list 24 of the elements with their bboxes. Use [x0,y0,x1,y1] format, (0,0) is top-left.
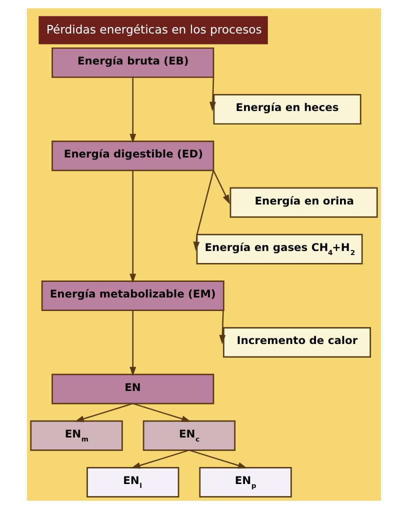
node-box: Energía bruta (EB) [52,47,214,78]
node-box: EN$_{l}$ [86,467,180,498]
arrow [130,310,136,376]
arrow [212,170,230,204]
node-box: EN$_{c}$ [142,420,236,451]
arrow [219,310,226,344]
arrow [131,450,190,469]
node-box: EN$_{m}$ [30,420,123,451]
arrow [130,78,136,144]
node-box: Energía en orina [230,187,378,218]
node-box: EN [52,374,214,404]
node-box: Incremento de calor [222,327,371,358]
node-box: Energía metabolizable (EM) [41,280,224,312]
arrow [132,402,192,422]
arrow [74,402,134,422]
node-box: Energía en gases CH$_{4}$+H$_{2}$ [196,234,363,264]
node-box: Energía digestible (ED) [52,140,214,172]
node-box: EN$_{p}$ [199,467,292,498]
arrow [130,170,136,284]
node-box: Energía en heces [213,94,362,125]
arrow [193,170,214,252]
diagram-title: Pérdidas energéticas en los procesos [46,22,262,37]
arrow [189,450,248,469]
arrow [209,77,216,112]
